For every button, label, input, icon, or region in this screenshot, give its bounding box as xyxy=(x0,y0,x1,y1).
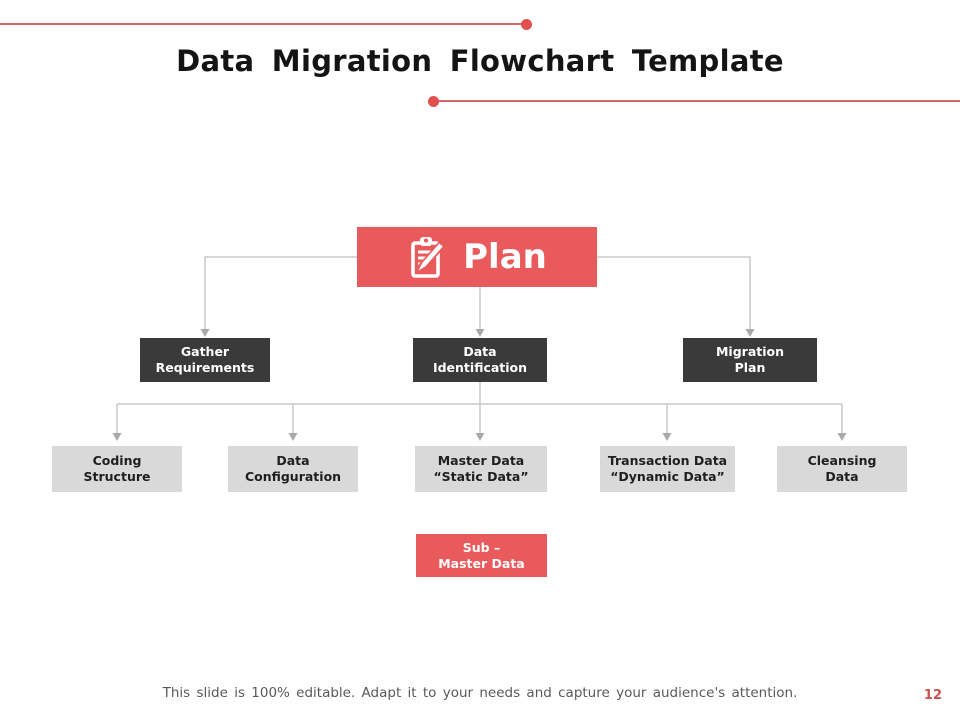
node-label-line: Identification xyxy=(432,360,528,375)
node-label-line: Data xyxy=(825,469,859,484)
node-label-line: Requirements xyxy=(155,360,255,375)
node-label-line: Coding xyxy=(92,453,142,468)
flowchart-node-data-identification[interactable]: Data Identification xyxy=(413,338,547,382)
clipboard-pencil-icon xyxy=(411,237,447,278)
node-label-line: Sub – xyxy=(462,539,501,555)
node-label-line: Gather xyxy=(180,344,230,359)
flowchart-node-data-configuration[interactable]: Data Configuration xyxy=(228,446,358,492)
node-label-line: Cleansing xyxy=(807,453,877,468)
flowchart-node-master-data[interactable]: Master Data “Static Data” xyxy=(415,446,547,492)
node-label-line: Master Data xyxy=(437,453,525,468)
node-label-line: Structure xyxy=(83,469,151,484)
footer-note: This slide is 100% editable. Adapt it to… xyxy=(162,685,798,701)
node-label-line: Transaction Data xyxy=(607,453,728,468)
flowchart-node-coding-structure[interactable]: Coding Structure xyxy=(52,446,182,492)
node-label-line: “Dynamic Data” xyxy=(610,469,725,484)
node-label-line: Master Data xyxy=(438,555,525,571)
flowchart-node-transaction-data[interactable]: Transaction Data “Dynamic Data” xyxy=(600,446,735,492)
slide-title: Data Migration Flowchart Template xyxy=(176,44,784,78)
node-label: Plan xyxy=(463,237,547,277)
node-label-line: Data xyxy=(276,453,310,468)
node-label-line: Data xyxy=(463,344,497,359)
top-accent-line xyxy=(0,18,532,30)
flowchart-node-plan[interactable]: Plan xyxy=(357,227,597,287)
accent-dot xyxy=(521,18,532,30)
title-underline-accent-line xyxy=(428,95,960,107)
flowchart-node-sub-master-data[interactable]: Sub – Master Data xyxy=(416,534,547,577)
node-label-line: “Static Data” xyxy=(433,469,529,484)
node-label-line: Migration xyxy=(715,344,785,359)
flowchart-node-cleansing-data[interactable]: Cleansing Data xyxy=(777,446,907,492)
accent-dot xyxy=(428,95,439,107)
flowchart-node-gather-requirements[interactable]: Gather Requirements xyxy=(140,338,270,382)
page-number: 12 xyxy=(923,688,942,703)
node-label-line: Configuration xyxy=(244,469,342,484)
node-label-line: Plan xyxy=(734,360,766,375)
flowchart-node-migration-plan[interactable]: Migration Plan xyxy=(683,338,817,382)
